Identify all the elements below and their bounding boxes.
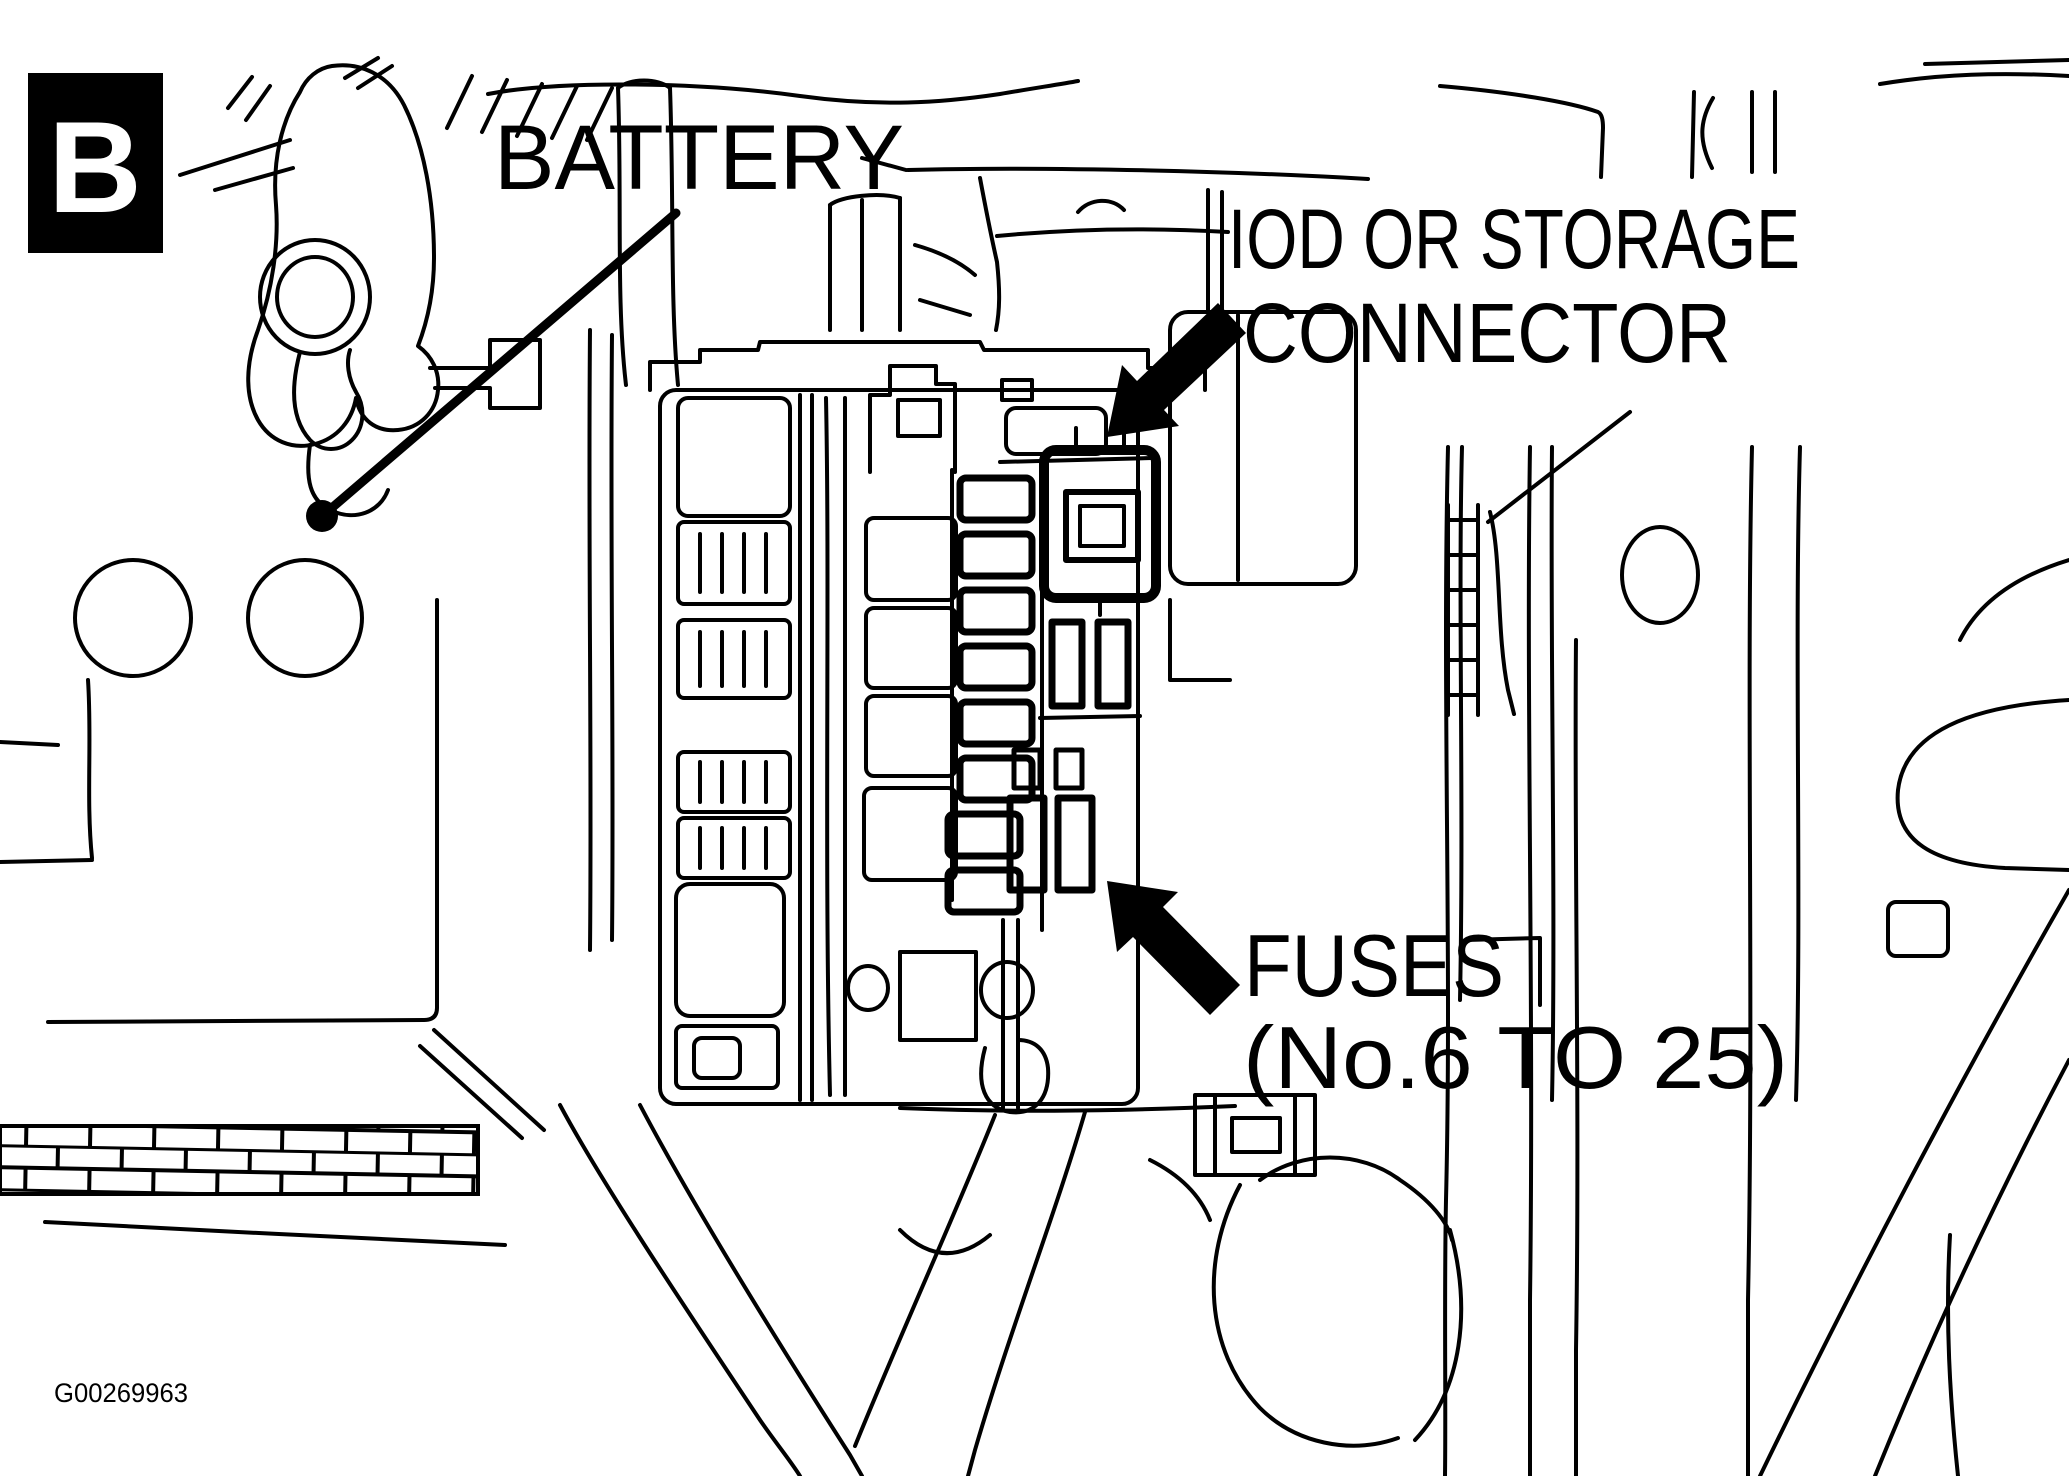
iod-connector-arrow	[1107, 303, 1246, 437]
battery-label: BATTERY	[494, 107, 904, 209]
fuses-label-line1: FUSES	[1244, 916, 1504, 1015]
relay-socket-4	[676, 816, 792, 880]
panel-badge-letter: B	[48, 94, 142, 240]
solid-shapes	[28, 73, 1246, 1015]
left-bolt-circles	[0, 558, 364, 864]
fuse-box-outline	[658, 388, 1140, 1106]
iod-connector	[1039, 426, 1161, 617]
iod-label-line1: IOD OR STORAGE	[1228, 192, 1800, 286]
relay-socket-2	[676, 618, 792, 700]
hood-contour-lines	[343, 56, 2069, 332]
engine-hoses	[558, 1103, 1464, 1476]
relay-cover	[674, 1024, 780, 1090]
figure-id: G00269963	[54, 1378, 188, 1408]
right-panel-lines	[1443, 410, 2069, 1476]
relay-column	[674, 396, 792, 1090]
panel-badge	[28, 73, 163, 253]
fuse-strip	[944, 474, 1036, 916]
side-panel	[1168, 188, 1358, 682]
battery-clamp-drawing	[178, 63, 542, 518]
radiator-panel	[43, 598, 546, 1247]
iod-label-line2: CONNECTOR	[1243, 286, 1731, 380]
battery-leader-dot	[306, 500, 338, 532]
relay-square-column	[862, 364, 958, 882]
fuse-pairs	[1006, 618, 1132, 894]
relay-socket-1	[676, 520, 792, 606]
fuses-arrow	[1107, 881, 1240, 1015]
battery-leader-line	[322, 208, 681, 517]
fuse-box	[648, 188, 1358, 1177]
relay-socket-3	[676, 750, 792, 814]
line-art	[0, 56, 2069, 1476]
fuses-label-line2: (No.6 TO 25)	[1243, 1008, 1788, 1107]
box-bottom-hardware	[846, 918, 1317, 1177]
connector-bracket	[998, 378, 1154, 464]
engine-bay-pillars	[587, 78, 977, 952]
radiator-grille	[0, 1124, 480, 1196]
